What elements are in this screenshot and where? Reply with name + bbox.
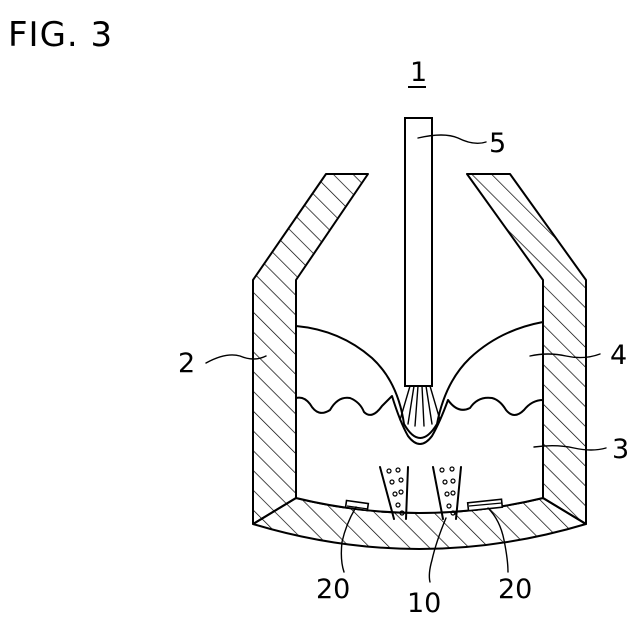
label-item-left: 20 [316,574,350,605]
label-vessel: 2 [178,348,195,379]
label-melt: 3 [612,434,629,465]
label-device: 1 [410,57,427,88]
label-center: 10 [407,588,441,619]
lance [405,118,432,386]
label-upper-layer: 4 [610,340,627,371]
label-item-right: 20 [498,574,532,605]
label-lance: 5 [489,128,506,159]
